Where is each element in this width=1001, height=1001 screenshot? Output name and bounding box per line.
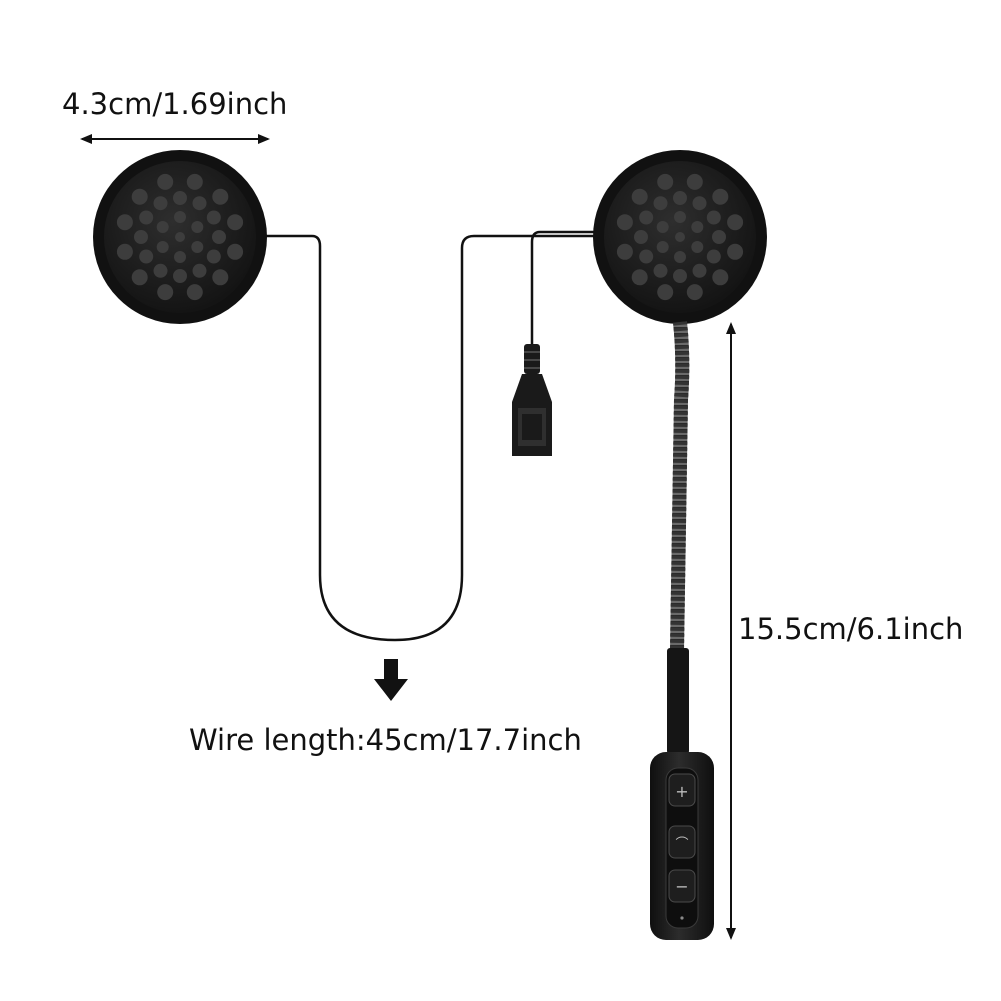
speaker-grille-hole xyxy=(616,243,633,260)
speaker-grille-hole xyxy=(153,196,168,211)
speaker-grille-hole xyxy=(712,230,726,244)
speaker-grille-hole xyxy=(227,243,244,260)
speaker-grille-hole xyxy=(175,232,185,242)
speaker-grille-hole xyxy=(686,173,703,190)
speaker-grille-hole xyxy=(674,211,686,223)
volume-down-button[interactable] xyxy=(668,869,696,903)
speaker-grille-hole xyxy=(692,263,707,278)
speaker-grille-hole xyxy=(712,269,729,286)
wire-length-label: Wire length:45cm/17.7inch xyxy=(189,723,582,757)
speaker-grille-hole xyxy=(656,221,669,233)
volume-up-button[interactable] xyxy=(668,773,696,807)
speaker-grille-hole xyxy=(153,263,168,278)
remote-control: + ⌒ − xyxy=(650,752,714,940)
speaker-grille-hole xyxy=(212,230,226,244)
right-speaker xyxy=(593,150,767,324)
speaker-grille-hole xyxy=(706,249,721,264)
speaker-grille-hole xyxy=(206,210,221,225)
speaker-grille-hole xyxy=(631,269,648,286)
indicator-led xyxy=(680,916,684,920)
speaker-grille-hole xyxy=(227,214,244,231)
speaker-grille-hole xyxy=(656,241,669,253)
speaker-grille-hole xyxy=(212,269,229,286)
speaker-grille-hole xyxy=(173,269,187,283)
connector-plug xyxy=(512,344,552,456)
speaker-diameter-dimension: 4.3cm/1.69inch xyxy=(62,87,287,144)
speaker-grille-hole xyxy=(212,188,229,205)
speaker-grille-hole xyxy=(134,230,148,244)
speaker-grille-hole xyxy=(157,173,174,190)
speaker-grille-hole xyxy=(631,188,648,205)
wire-length-callout: Wire length:45cm/17.7inch xyxy=(189,659,582,757)
speaker-grille-hole xyxy=(639,210,654,225)
speaker-grille-hole xyxy=(686,284,703,301)
speaker-grille-hole xyxy=(727,243,744,260)
speaker-grille-hole xyxy=(639,249,654,264)
speaker-grille-hole xyxy=(657,173,674,190)
speaker-grille-hole xyxy=(139,210,154,225)
speaker-grille-hole xyxy=(186,284,203,301)
speaker-grille-hole xyxy=(691,221,704,233)
microphone-boom xyxy=(667,321,690,754)
speaker-grille-hole xyxy=(691,241,704,253)
call-button[interactable] xyxy=(668,825,696,859)
speaker-grille-hole xyxy=(192,196,207,211)
speaker-grille-hole xyxy=(706,210,721,225)
wire-cable xyxy=(265,230,600,642)
speaker-grille-hole xyxy=(674,251,686,263)
volume-down-glyph: − xyxy=(675,877,688,896)
down-arrow-icon xyxy=(374,659,408,701)
speaker-grille-hole xyxy=(727,214,744,231)
speaker-grille-hole xyxy=(191,221,204,233)
speaker-grille-hole xyxy=(173,191,187,205)
speaker-grille-hole xyxy=(156,241,169,253)
speaker-grille-hole xyxy=(657,284,674,301)
speaker-grille-hole xyxy=(174,251,186,263)
speaker-grille-hole xyxy=(174,211,186,223)
speaker-grille-hole xyxy=(191,241,204,253)
speaker-grille-hole xyxy=(673,191,687,205)
speaker-grille-hole xyxy=(131,269,148,286)
speaker-grille-hole xyxy=(116,243,133,260)
speaker-diameter-label: 4.3cm/1.69inch xyxy=(62,87,287,121)
speaker-grille-hole xyxy=(131,188,148,205)
speaker-grille-hole xyxy=(712,188,729,205)
left-speaker xyxy=(93,150,267,324)
speaker-grille-hole xyxy=(186,173,203,190)
speaker-grille-hole xyxy=(653,196,668,211)
speaker-grille-hole xyxy=(634,230,648,244)
speaker-grille-hole xyxy=(192,263,207,278)
speaker-grille-hole xyxy=(675,232,685,242)
speaker-grille-hole xyxy=(692,196,707,211)
phone-icon: ⌒ xyxy=(675,837,688,852)
speaker-grille-hole xyxy=(206,249,221,264)
boom-length-dimension: 15.5cm/6.1inch xyxy=(726,322,963,940)
volume-up-glyph: + xyxy=(675,782,688,801)
speaker-grille-hole xyxy=(156,221,169,233)
speaker-grille-hole xyxy=(139,249,154,264)
speaker-grille-hole xyxy=(116,214,133,231)
boom-length-label: 15.5cm/6.1inch xyxy=(738,612,963,646)
speaker-grille-hole xyxy=(673,269,687,283)
speaker-grille-hole xyxy=(157,284,174,301)
speaker-grille-hole xyxy=(653,263,668,278)
speaker-grille-hole xyxy=(616,214,633,231)
